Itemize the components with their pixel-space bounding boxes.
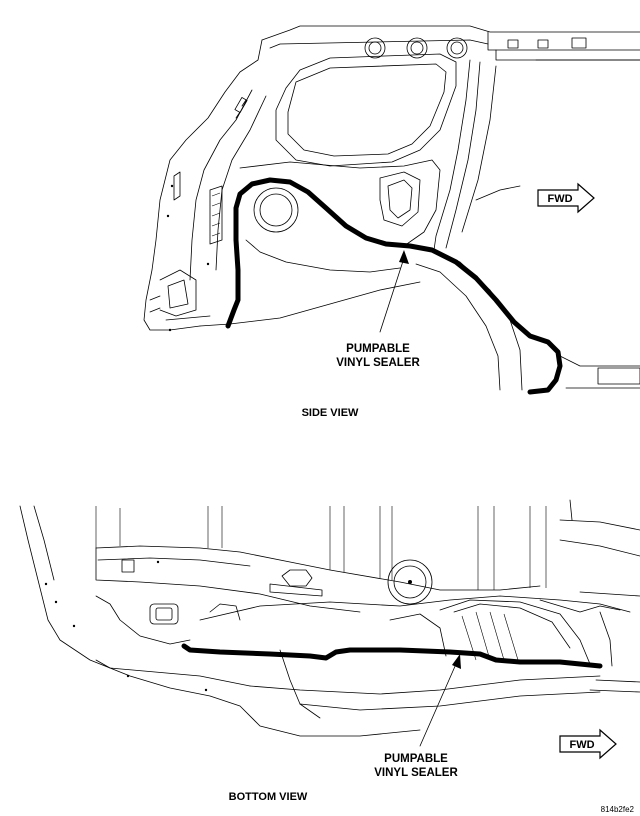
bottom-view: PUMPABLE VINYL SEALER FWD BOTTOM VIEW xyxy=(19,499,640,803)
bottom-view-fwd-label: FWD xyxy=(569,739,594,751)
bottom-view-sealer-bead xyxy=(181,643,603,669)
figure-code: 814b2fe2 xyxy=(601,805,635,814)
side-view: PUMPABLE VINYL SEALER FWD SIDE VIEW xyxy=(143,25,640,419)
side-view-fwd-label: FWD xyxy=(547,193,572,205)
side-view-body-structure xyxy=(143,25,640,391)
side-view-sealer-bead xyxy=(225,177,563,395)
bottom-view-underbody-structure xyxy=(19,499,640,737)
side-view-title: SIDE VIEW xyxy=(302,407,359,419)
bottom-view-title: BOTTOM VIEW xyxy=(229,791,308,803)
bottom-view-callout-line2: VINYL SEALER xyxy=(374,767,458,779)
side-view-callout-line2: VINYL SEALER xyxy=(336,357,420,369)
side-view-leader-arrow xyxy=(379,250,409,333)
bottom-view-leader-arrow xyxy=(419,654,461,747)
bottom-view-callout-line1: PUMPABLE xyxy=(384,753,448,765)
side-view-callout-line1: PUMPABLE xyxy=(346,343,410,355)
bottom-view-fwd-arrow-icon: FWD xyxy=(559,728,617,760)
side-view-fwd-arrow-icon: FWD xyxy=(537,182,595,214)
